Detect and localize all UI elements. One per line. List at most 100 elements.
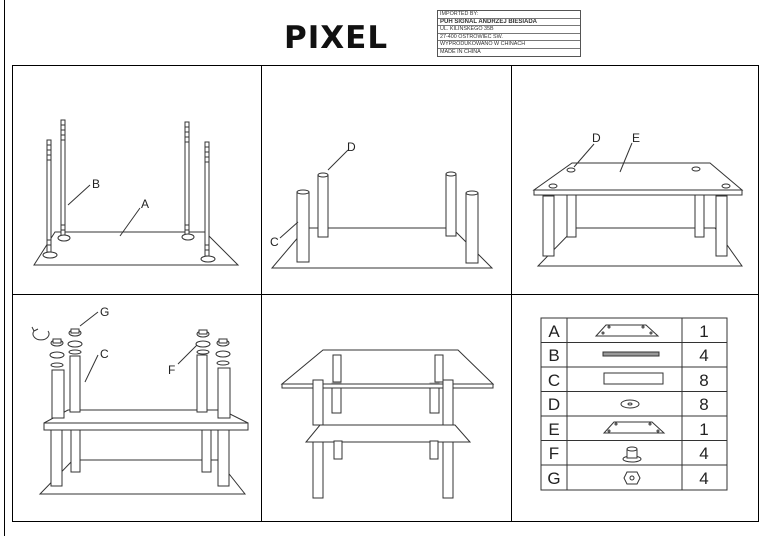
tube-leg [445,171,457,237]
tube-leg [465,190,479,264]
tube-leg [715,195,728,257]
part-quantity: 8 [699,371,708,390]
cap-stack [49,338,65,368]
tube-leg [434,354,444,383]
callout-e: E [632,131,640,145]
threaded-rod-icon [602,351,660,357]
tube-leg [70,429,81,473]
washer-icon [620,399,640,409]
tube-leg [196,354,208,413]
product-title: PIXEL [284,20,389,56]
part-letter: B [548,346,559,365]
callout-c: C [100,347,109,361]
tube-leg [542,195,555,257]
rotate-arrow-icon [31,326,39,332]
leader-line [177,344,198,365]
tube-leg [201,429,212,473]
tube-leg [333,440,343,460]
part-letter: G [547,469,560,488]
grid-divider [261,66,262,521]
tube-leg [217,429,230,487]
callout-a: A [141,197,149,211]
importer-company: PUH SIGNAL ANDRZEJ BIESIADA [438,19,580,27]
tube-leg [312,379,324,426]
leader-line [573,143,595,168]
glass-top-e [532,162,744,196]
threaded-rod [42,139,58,259]
tube-leg [50,429,63,487]
threaded-rod [181,121,195,241]
instruction-grid [12,65,759,522]
step3-panel: D E [532,131,744,267]
tube-leg [51,369,65,419]
part-quantity: 4 [699,346,708,365]
callout-d: D [592,131,601,145]
washer [548,183,558,189]
parts-table: A B C D E F G 1 4 8 8 1 4 4 [540,317,728,491]
step2-panel: D C [270,140,494,269]
importer-line: 27-400 OSTROWIEC SW. [438,34,580,42]
part-quantity: 1 [699,420,708,439]
step5-panel [280,349,495,499]
tube-leg [694,194,705,238]
nut-icon [623,471,641,485]
callout-b: B [92,177,100,191]
grid-divider [511,66,512,521]
middle-shelf [304,424,472,443]
tube-leg [317,172,329,238]
part-letter: C [548,371,560,390]
tube-leg [312,441,324,499]
threaded-rod [57,119,71,242]
importer-line: WYPRODUKOWANO W CHINACH [438,41,580,49]
cap-base-icon [622,446,642,463]
rotate-arrow-icon [32,330,50,341]
importer-line: UL. KILINSKEGO 35B [438,26,580,34]
step4-panel: G C F [31,305,249,495]
callout-c: C [270,235,279,249]
leader-line [119,207,141,237]
tube-leg [69,355,81,413]
leader-line [619,142,633,173]
washer [721,183,731,189]
middle-shelf [43,409,249,431]
part-quantity: 8 [699,395,708,414]
part-letter: A [548,322,560,341]
page-edge-line [4,0,5,536]
tube-leg-icon [603,372,664,385]
tube-leg [217,367,231,419]
tube-leg [296,189,310,263]
washer [566,167,576,173]
glass-top-icon [602,421,666,434]
glass-top [280,349,495,389]
importer-line: MADE IN CHINA [440,48,481,55]
part-letter: E [548,420,559,439]
leader-line [79,311,99,327]
callout-f: F [168,363,175,377]
cap-stack [195,329,211,355]
tube-leg [332,354,342,383]
part-letter: F [549,444,559,463]
callout-g: G [100,305,109,319]
part-quantity: 4 [699,444,708,463]
tube-leg [442,441,454,499]
leader-line [279,221,299,239]
cap-stack [67,328,83,355]
part-quantity: 1 [699,322,708,341]
cap-stack [215,338,231,366]
tube-leg [566,194,577,238]
washer [691,166,701,172]
threaded-rod [200,141,216,263]
callout-d: D [347,140,356,154]
tube-leg [442,379,454,426]
leader-line [67,184,91,206]
grid-divider [13,294,758,295]
step1-panel: B A [33,119,240,266]
tube-leg [429,440,439,460]
importer-line: IMPORTED BY: [438,11,580,19]
leader-line [327,149,349,171]
part-quantity: 4 [699,469,708,488]
top-shelf-icon [594,324,660,337]
part-letter: D [548,395,560,414]
leader-line [84,354,99,383]
